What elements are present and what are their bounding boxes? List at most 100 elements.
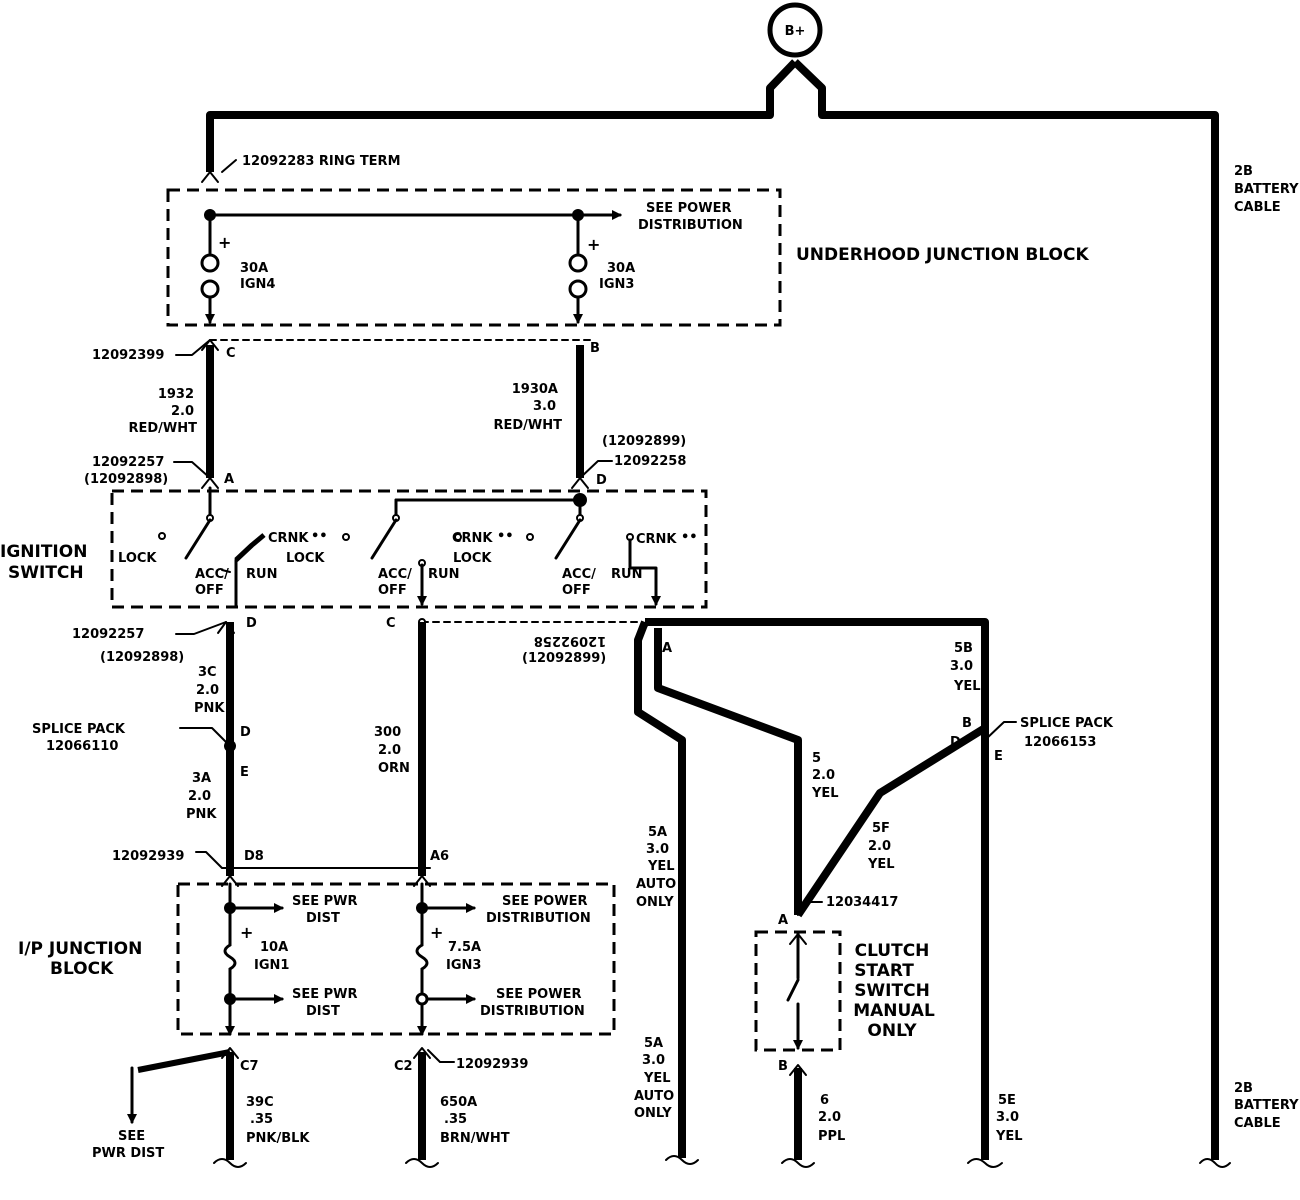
switch-position-label: ACC/ [562,567,596,582]
wire-label: YEL [953,679,981,694]
see-power-distribution-label: SEE PWR [292,987,358,1002]
see-power-distribution-label: SEE POWER [496,987,581,1002]
connector-leader [579,460,613,479]
fuse-rating-label: 7.5A [448,940,481,955]
wire-label: 2.0 [188,789,211,804]
wire-label: YEL [995,1129,1023,1144]
svg-text:+: + [218,233,231,252]
switch-position-label: OFF [195,583,224,598]
underhood-block-title: UNDERHOOD JUNCTION BLOCK [796,245,1089,265]
svg-text:+: + [240,923,253,942]
splice-pack-label: SPLICE PACK [32,722,126,737]
splice-leader [984,721,1017,741]
battery-main-wire-left [206,59,798,172]
pin-label: B [590,341,600,356]
wire-label: YEL [647,859,675,874]
underhood-junction-block [166,188,782,327]
pin-label: A6 [430,849,449,864]
see-power-distribution-label: DIST [306,1004,340,1019]
wire-label: YEL [643,1071,671,1086]
fuse-ign3: + [568,213,600,324]
splice-dot [224,740,236,752]
ip-junction-block [176,882,616,1036]
see-power-distribution-label: SEE PWR [292,894,358,909]
wire-label: RED/WHT [128,421,197,436]
wire-label: AUTO [634,1089,674,1104]
pin-label: B [778,1059,788,1074]
crank-mark: •• [681,530,698,545]
wire-label: 1930A [512,382,558,397]
connector-symbol [201,477,219,489]
see-power-distribution-label: DIST [306,911,340,926]
pin-label: D [950,735,961,750]
connector-label: 12092399 [92,348,164,363]
battery-cable-label: CABLE [1234,200,1281,215]
wire-5 [654,628,802,915]
ignition-switch-title: SWITCH [8,563,84,583]
fuse-rating-label: 30A [607,261,635,276]
wire-label: 300 [374,725,401,740]
switch-position-label: CRNK [268,531,309,546]
wire-label: 5 [812,751,821,766]
pin-label: C2 [394,1059,413,1074]
switch-position-label: LOCK [453,551,492,566]
pin-label: C [226,346,236,361]
switch-position-label: OFF [378,583,407,598]
switch-position-label: LOCK [118,551,157,566]
wire-label: 2.0 [812,768,835,783]
wire-label: .35 [444,1112,467,1127]
svg-text:+: + [430,923,443,942]
wire-label: 1932 [158,387,194,402]
wire-label: ONLY [634,1106,672,1121]
connector-label: 12092939 [112,849,184,864]
wire-label: 3.0 [533,399,556,414]
see-power-distribution-label: DISTRIBUTION [480,1004,585,1019]
switch-position-label: RUN [246,567,277,582]
pin-label: A [224,472,234,487]
connector-leader [797,901,823,916]
wire-label: PNK/BLK [246,1131,310,1146]
fuse-ign4: + [200,213,231,324]
see-power-distribution-label: SEE POWER [502,894,587,909]
clutch-switch-title: ONLY [867,1021,917,1041]
fuse-name-label: IGN3 [446,958,481,973]
wire-label: 3.0 [950,659,973,674]
clutch-start-switch-box [754,930,842,1052]
pin-label: B [962,716,972,731]
splice-pack-label: 12066110 [46,739,118,754]
wire-label: 6 [820,1093,829,1108]
wire-label: 5B [954,641,973,656]
switch-position-label: CRNK [636,532,677,547]
clutch-switch-title: START [854,961,914,981]
switch-position-label: RUN [428,567,459,582]
svg-text:12092258: 12092258 [534,633,606,648]
wire-label: 5A [648,825,667,840]
battery-label: B+ [785,24,806,39]
wire-label: PNK [194,701,225,716]
splice-pack-label: 12066153 [1024,735,1096,750]
wire-label: 2.0 [868,839,891,854]
battery-terminal: B+ [767,2,823,58]
wire-label: RED/WHT [493,418,562,433]
connector-symbol [571,477,589,489]
wire-5b-5e [645,618,989,1160]
see-power-distribution-label: DISTRIBUTION [486,911,591,926]
splice-pack-label: SPLICE PACK [1020,716,1114,731]
battery-cable-label: 2B [1234,164,1253,179]
wire-break [213,1158,247,1168]
connector-leader [175,339,211,356]
switch-section-2 [342,514,462,606]
wire-label: .35 [250,1112,273,1127]
battery-cable-label: CABLE [1234,1116,1281,1131]
wire-label: ORN [378,761,410,776]
pin-label: A [778,913,788,928]
wire-label: YEL [811,786,839,801]
switch-position-label: ACC/ [195,567,229,582]
connector-symbol [413,1047,431,1059]
connector-leader [195,851,431,869]
wire-label: 2.0 [171,404,194,419]
wire-label: 2.0 [196,683,219,698]
pin-label: C [386,616,396,631]
switch-section-3 [526,498,661,606]
